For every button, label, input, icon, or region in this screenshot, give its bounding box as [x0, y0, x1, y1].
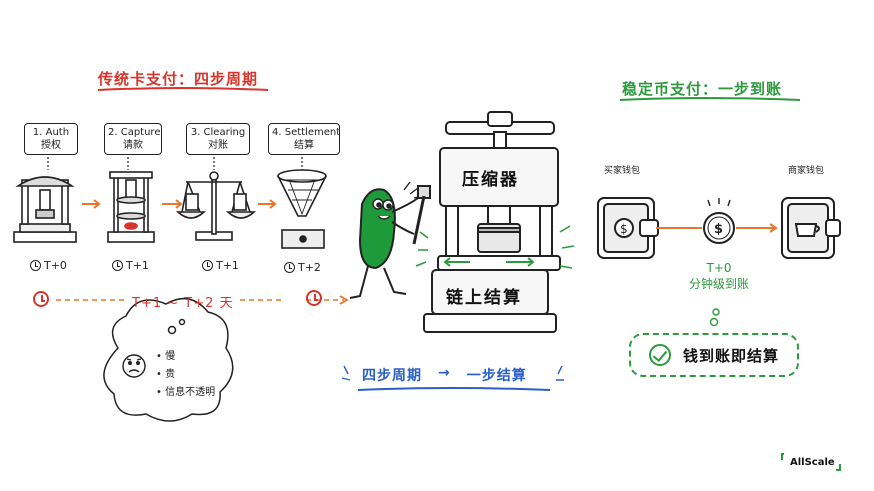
traditional-title: 传统卡支付：四步周期	[98, 70, 259, 88]
step-settlement: 4. Settlement 结算	[268, 123, 340, 155]
step-time-auth: T+0	[30, 259, 67, 272]
bottom-caption: 四步周期 → 一步结算	[362, 365, 527, 385]
list-item: 慢	[156, 348, 215, 366]
compressor-label: 压缩器	[462, 170, 519, 190]
clock-icon	[112, 260, 123, 271]
pain-points-list: 慢 贵 信息不透明	[156, 348, 215, 402]
step-capture: 2. Capture 请款	[104, 123, 162, 155]
step-clearing: 3. Clearing 对账	[186, 123, 250, 155]
buyer-wallet-icon: $	[597, 197, 659, 259]
seller-wallet-icon	[781, 197, 841, 259]
duration-label: T+1 ~ T+2 天	[132, 296, 234, 311]
list-item: 信息不透明	[156, 384, 215, 402]
compressor-machine	[412, 111, 561, 333]
clock-icon	[30, 260, 41, 271]
bean-character	[349, 181, 423, 299]
clock-icon	[306, 290, 323, 306]
list-item: 贵	[156, 366, 215, 384]
stablecoin-timing: T+0 分钟级到账	[676, 260, 762, 292]
caption-underline	[357, 387, 551, 391]
step-label-zh: 结算	[294, 140, 314, 151]
step-label-zh: 请款	[123, 140, 143, 151]
clearing-scale-icon	[175, 171, 257, 241]
step-time-settlement: T+2	[284, 261, 321, 274]
onchain-settlement-label: 链上结算	[446, 288, 522, 308]
stablecoin-time: T+0	[706, 261, 732, 275]
step-label-en: 4. Settlement	[272, 127, 341, 138]
stablecoin-speed: 分钟级到账	[688, 277, 749, 291]
step-time-capture: T+1	[112, 259, 149, 272]
traditional-title-underline	[97, 87, 269, 91]
stablecoin-title-underline	[619, 97, 801, 101]
capture-press-icon	[107, 171, 155, 243]
step-auth: 1. Auth 授权	[24, 123, 78, 155]
step-label-en: 3. Clearing	[190, 127, 246, 138]
result-box: 钱到账即结算	[629, 333, 799, 377]
step-label-en: 1. Auth	[32, 127, 70, 138]
stablecoin-title: 稳定币支付：一步到账	[622, 80, 783, 98]
check-icon	[649, 344, 671, 366]
caption-left: 四步周期	[362, 368, 422, 384]
buyer-wallet-label: 买家钱包	[604, 166, 641, 176]
result-text: 钱到账即结算	[683, 346, 780, 365]
settlement-funnel-icon	[277, 169, 327, 249]
brand-logo: AllScale	[790, 457, 835, 468]
step-label-zh: 授权	[41, 140, 61, 151]
sad-face-icon	[122, 354, 146, 378]
clock-icon	[202, 260, 213, 271]
seller-wallet-label: 商家钱包	[788, 166, 825, 176]
step-time-clearing: T+1	[202, 259, 239, 272]
clock-icon	[33, 291, 49, 307]
step-label-zh: 对账	[208, 140, 228, 151]
auth-press-icon	[13, 176, 77, 243]
caption-arrow: →	[438, 365, 451, 381]
svg-text:$: $	[714, 222, 723, 237]
step-label-en: 2. Capture	[108, 127, 161, 138]
clock-icon	[284, 262, 295, 273]
caption-right: 一步结算	[466, 368, 527, 384]
svg-text:$: $	[620, 222, 628, 236]
coin-icon	[703, 198, 735, 244]
